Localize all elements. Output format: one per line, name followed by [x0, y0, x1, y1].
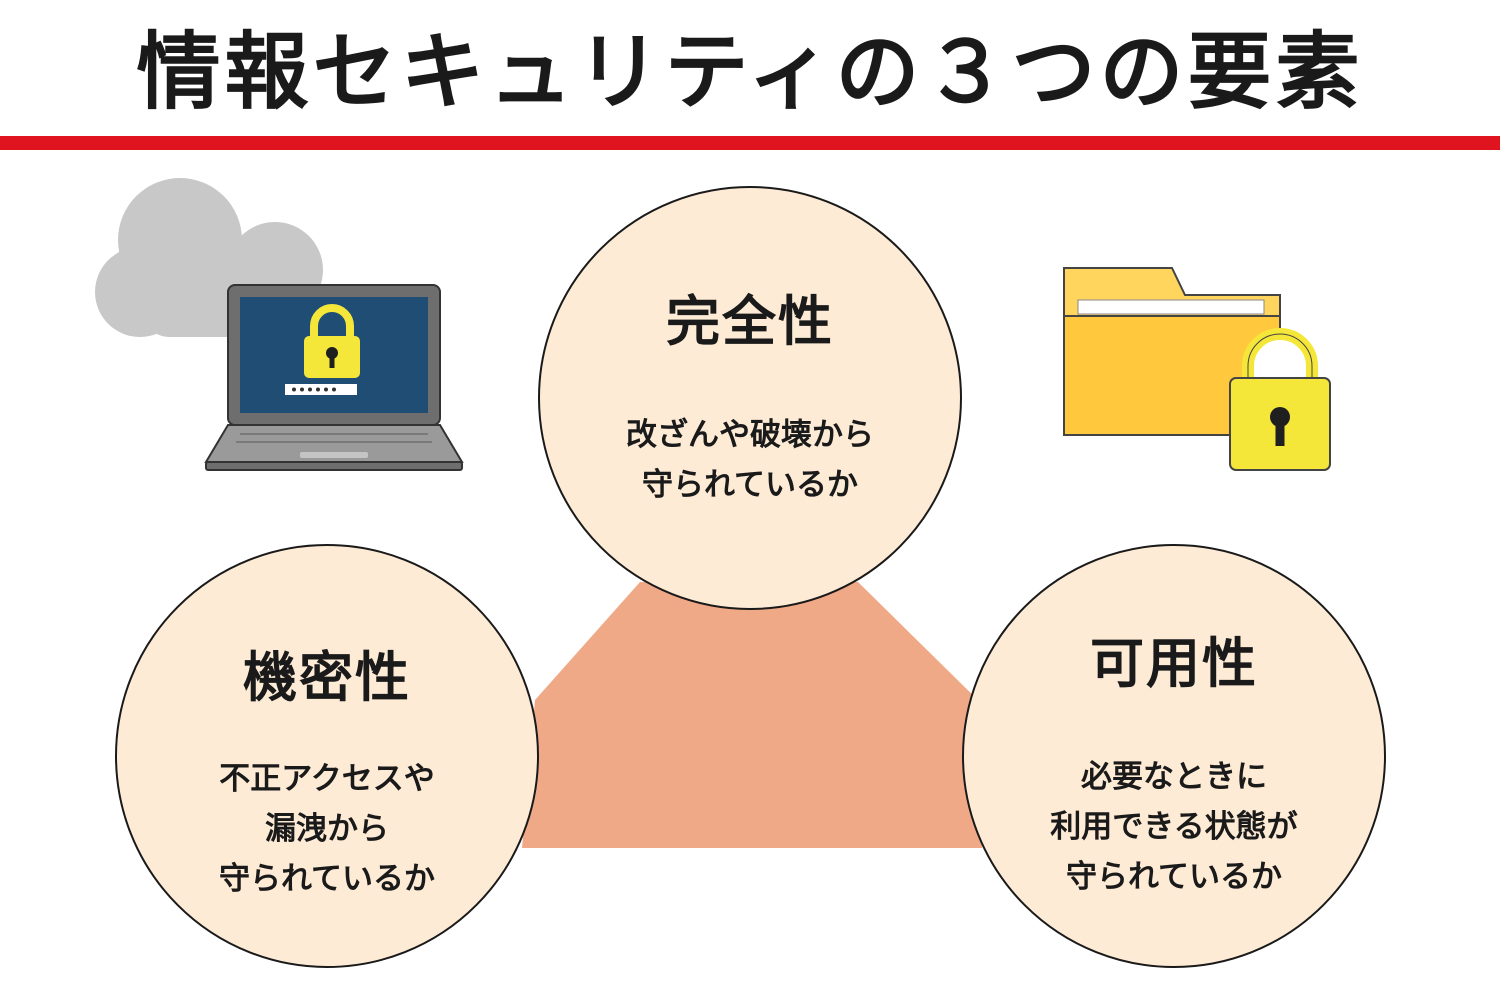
availability-heading: 可用性 — [1090, 632, 1258, 695]
availability-description-line: 利用できる状態が — [1050, 809, 1298, 845]
integrity-heading: 完全性 — [666, 290, 834, 353]
integrity-label-group: 完全性 改ざんや破壊から 守られているか — [560, 290, 940, 510]
confidentiality-description-line: 漏洩から — [265, 811, 389, 847]
availability-circle — [962, 544, 1386, 968]
confidentiality-description-line: 不正アクセスや — [219, 761, 435, 797]
padlock-icon — [304, 304, 360, 378]
connecting-triangle — [522, 582, 990, 848]
availability-label-group: 可用性 必要なときに 利用できる状態が 守られているか — [984, 632, 1364, 902]
availability-description-line: 必要なときに — [1081, 759, 1267, 795]
page-title: 情報セキュリティの３つの要素 — [136, 23, 1364, 121]
integrity-description: 改ざんや破壊から 守られているか — [560, 410, 940, 510]
integrity-circle — [538, 186, 962, 610]
confidentiality-heading: 機密性 — [243, 646, 411, 709]
availability-description-line: 守られているか — [1065, 859, 1283, 895]
confidentiality-description-line: 守られているか — [218, 861, 436, 897]
padlock-icon — [1229, 328, 1331, 471]
confidentiality-description: 不正アクセスや 漏洩から 守られているか — [137, 754, 517, 904]
confidentiality-circle — [115, 544, 539, 968]
confidentiality-label-group: 機密性 不正アクセスや 漏洩から 守られているか — [137, 646, 517, 904]
title-underline — [0, 136, 1500, 150]
integrity-description-line: 改ざんや破壊から — [626, 417, 874, 453]
availability-description: 必要なときに 利用できる状態が 守られているか — [984, 752, 1364, 902]
integrity-description-line: 守られているか — [641, 467, 859, 503]
